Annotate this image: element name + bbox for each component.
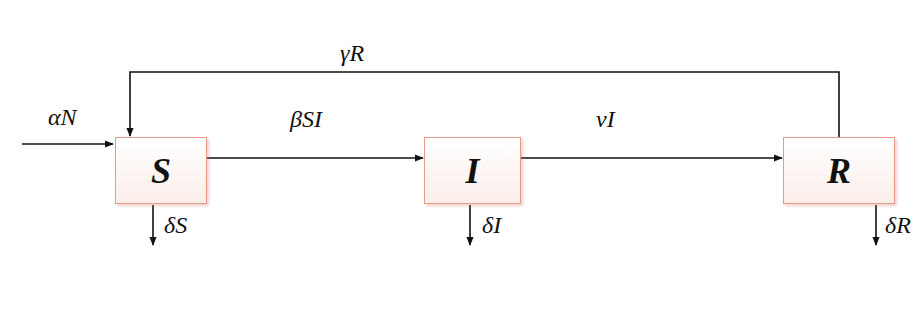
death-arrow [469,205,471,245]
rate-label: αN [48,104,77,132]
compartment-box: R [783,137,895,204]
compartment-box: I [424,137,521,204]
compartment-box: S [115,137,207,204]
compartment-name: S [151,150,171,192]
transition-rate: βSI [290,106,322,134]
transition-rate: γR [340,40,364,68]
rate-label: δS [164,212,187,240]
transition-arrow [130,72,839,137]
compartment-name: R [827,150,851,192]
transition-arrow [207,157,423,159]
death-arrow [875,205,877,245]
death-arrow [152,205,154,245]
rate-label: δR [885,212,911,240]
compartment-name: I [465,150,479,192]
rate-label: δI [482,212,501,240]
transition-rate: vI [596,106,615,134]
birth-arrow [22,143,113,145]
transition-arrow [521,157,782,159]
